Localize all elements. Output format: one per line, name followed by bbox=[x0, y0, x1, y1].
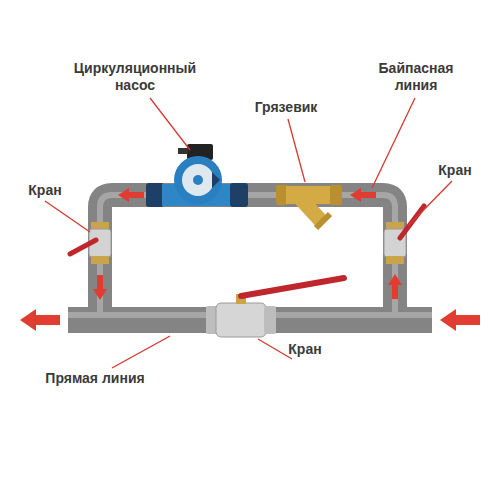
leader-line bbox=[288, 119, 305, 182]
pump-mark bbox=[212, 172, 220, 188]
flow-arrow bbox=[440, 309, 480, 331]
valve-handle bbox=[70, 240, 96, 254]
part-label: Грязевик bbox=[240, 99, 332, 116]
pump-motor bbox=[174, 156, 222, 204]
part-label: Циркуляционный насос bbox=[70, 60, 200, 94]
bypass-pipe bbox=[100, 195, 395, 312]
flow-arrow bbox=[350, 188, 376, 202]
valve-nut bbox=[264, 306, 276, 334]
union-nut bbox=[230, 183, 248, 207]
leader-line bbox=[150, 98, 190, 150]
valve-nut bbox=[91, 256, 109, 264]
leader-line bbox=[112, 336, 170, 368]
cable-gland bbox=[178, 148, 188, 154]
strainer-cap bbox=[316, 214, 330, 228]
valve-nut bbox=[386, 256, 404, 264]
part-label: Кран bbox=[12, 182, 78, 199]
part-label: Кран bbox=[422, 162, 488, 179]
part-label: Кран bbox=[270, 341, 340, 358]
valve-handle bbox=[241, 278, 344, 296]
part-label: Байпасная линия bbox=[366, 60, 466, 94]
leader-line bbox=[372, 98, 415, 188]
flow-arrow bbox=[93, 275, 107, 300]
valve-body bbox=[216, 303, 266, 337]
pump-label-plate bbox=[182, 164, 214, 196]
pipe-highlight bbox=[100, 195, 395, 312]
leader-line bbox=[408, 181, 452, 226]
union-nut bbox=[146, 183, 164, 207]
flow-arrow bbox=[20, 309, 60, 331]
strainer-nut bbox=[330, 185, 342, 205]
part-label: Прямая линия bbox=[20, 370, 170, 387]
flow-arrow bbox=[388, 274, 402, 299]
pump-hub bbox=[193, 175, 203, 185]
strainer-leg bbox=[300, 198, 322, 222]
flow-arrow bbox=[118, 188, 144, 202]
leader-line bbox=[45, 201, 90, 232]
leader-line bbox=[258, 339, 292, 359]
